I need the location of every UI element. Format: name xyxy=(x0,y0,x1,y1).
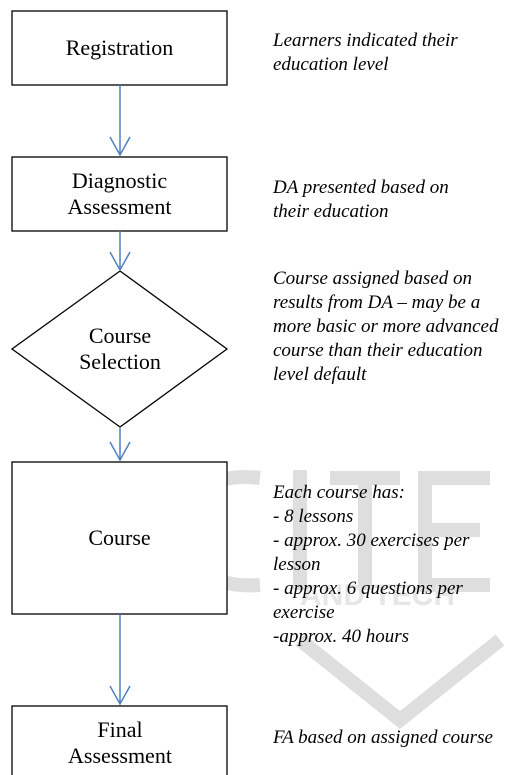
course-note-line: -approx. 40 hours xyxy=(273,626,409,647)
course-note: Each course has: - 8 lessons - approx. 3… xyxy=(273,481,508,649)
course-label: Course xyxy=(88,525,151,550)
registration-note: Learners indicated their education level xyxy=(273,30,458,75)
arrowhead-2 xyxy=(109,251,131,272)
course-selection-label: Course Selection xyxy=(79,323,161,374)
registration-label: Registration xyxy=(65,35,174,60)
course-note-line: Each course has: xyxy=(273,482,405,503)
diagnostic-assessment-note: DA presented based on their education xyxy=(273,177,449,222)
final-assessment-box xyxy=(11,705,228,775)
course-note-line: - approx. 6 questions per exercise xyxy=(273,578,463,623)
course-note-line: - approx. 30 exercises per lesson xyxy=(273,530,470,575)
arrowhead-3 xyxy=(109,441,131,462)
registration-box xyxy=(11,10,228,86)
course-note-line: - 8 lessons xyxy=(273,506,354,527)
final-assessment-label: Final Assessment xyxy=(68,717,172,768)
course-selection-note: Course assigned based on results from DA… xyxy=(273,268,499,385)
arrowhead-1 xyxy=(109,136,131,157)
diagnostic-assessment-box xyxy=(11,156,228,232)
arrowhead-4 xyxy=(109,685,131,706)
diagnostic-assessment-label: Diagnostic Assessment xyxy=(67,168,172,219)
final-assessment-note: FA based on assigned course xyxy=(273,727,493,748)
